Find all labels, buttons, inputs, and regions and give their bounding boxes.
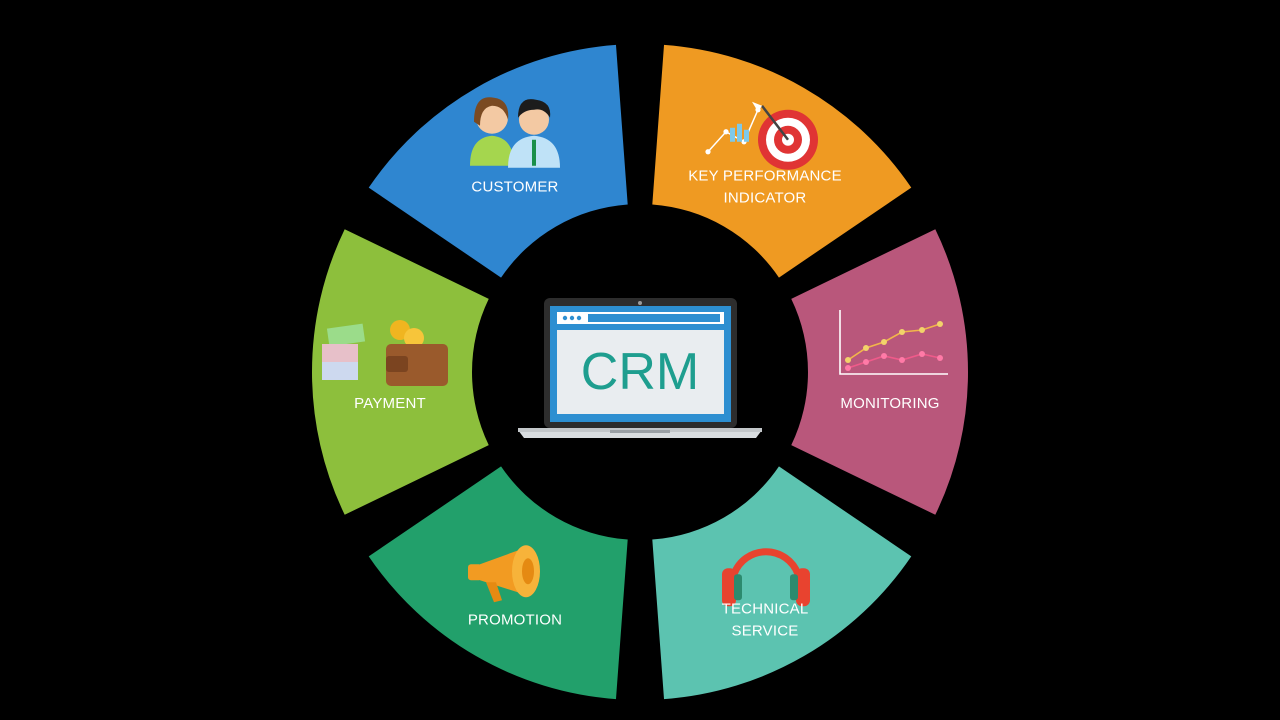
crm-screen-text: CRM [581, 343, 699, 401]
segment-monitoring-shape [791, 229, 968, 515]
segment-payment-label: PAYMENT [354, 395, 426, 412]
segment-monitoring-label: MONITORING [840, 395, 939, 412]
laptop-icon: CRM [518, 298, 762, 438]
segment-monitoring: MONITORING [791, 229, 968, 515]
segment-technical-service-label: SERVICE [732, 623, 799, 640]
megaphone-icon [468, 545, 540, 603]
wallet-money-icon [322, 320, 448, 386]
headphones-icon [722, 548, 810, 607]
segment-kpi: KEY PERFORMANCE INDICATOR [652, 44, 912, 278]
segment-customer: CUSTOMER [368, 44, 628, 278]
target-chart-icon [705, 101, 818, 170]
segment-technical-service-shape [652, 466, 912, 700]
segment-kpi-label: INDICATOR [724, 189, 807, 206]
people-icon [470, 97, 560, 168]
segment-kpi-label: KEY PERFORMANCE [688, 167, 842, 184]
segment-technical-service: TECHNICAL SERVICE [652, 466, 912, 700]
segment-customer-label: CUSTOMER [471, 178, 558, 195]
segment-promotion-label: PROMOTION [468, 612, 562, 629]
segment-technical-service-label: TECHNICAL [722, 601, 809, 618]
segment-promotion: PROMOTION [368, 466, 628, 700]
segment-payment: PAYMENT [311, 229, 489, 515]
segments-layer: KEY PERFORMANCE INDICATOR MONITORING TECHNI… [311, 44, 968, 700]
line-graph-icon [839, 310, 948, 375]
